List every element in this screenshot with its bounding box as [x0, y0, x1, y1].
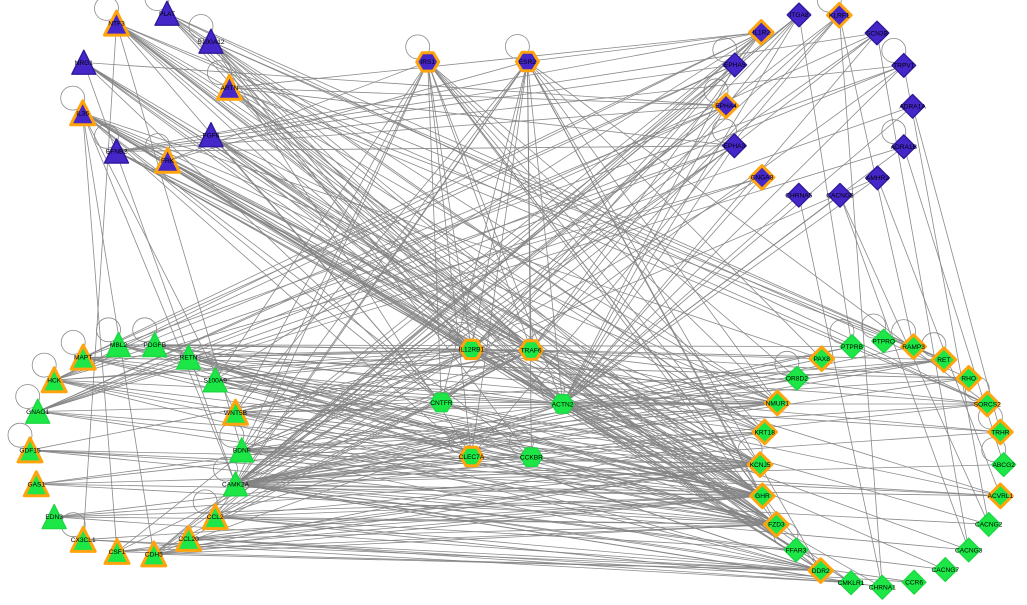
svg-text:ARTN: ARTN: [220, 85, 238, 92]
svg-text:KRT18: KRT18: [754, 429, 775, 436]
svg-text:NRG1: NRG1: [75, 60, 94, 67]
svg-text:CACNG5: CACNG5: [826, 193, 854, 200]
svg-text:CMKLR1: CMKLR1: [838, 580, 865, 587]
svg-text:PLAT: PLAT: [159, 11, 175, 18]
svg-text:GHR: GHR: [755, 493, 770, 500]
svg-text:EFNB2: EFNB2: [106, 149, 128, 156]
svg-text:WNT5B: WNT5B: [224, 410, 248, 417]
svg-text:RHO: RHO: [961, 376, 976, 383]
svg-text:EPHA5: EPHA5: [724, 62, 746, 69]
svg-text:RET: RET: [937, 357, 950, 364]
svg-text:IL36: IL36: [76, 110, 89, 117]
svg-text:OR8D2: OR8D2: [786, 376, 808, 383]
svg-text:RETN: RETN: [180, 355, 198, 362]
svg-text:EPHA3: EPHA3: [724, 143, 746, 150]
svg-text:PAX8: PAX8: [814, 356, 831, 363]
svg-text:CAMK2A: CAMK2A: [222, 481, 250, 488]
svg-text:PTPRO: PTPRO: [872, 338, 895, 345]
svg-text:FGF6: FGF6: [203, 132, 220, 139]
svg-text:ADRA1B: ADRA1B: [891, 144, 918, 151]
svg-text:ACTN2: ACTN2: [552, 401, 574, 408]
svg-text:PTPRB: PTPRB: [841, 344, 864, 351]
svg-text:IRS1: IRS1: [420, 59, 435, 66]
svg-text:CHRNA1: CHRNA1: [869, 585, 896, 592]
svg-text:ESR2: ESR2: [519, 59, 537, 66]
svg-text:CNGA3: CNGA3: [751, 175, 774, 182]
svg-text:CX3CL1: CX3CL1: [71, 537, 96, 544]
svg-text:FZD3: FZD3: [768, 522, 785, 529]
svg-text:PDGFB: PDGFB: [143, 342, 166, 349]
svg-text:EDN3: EDN3: [45, 514, 63, 521]
svg-text:CCL2: CCL2: [207, 514, 224, 521]
svg-text:IL1R2: IL1R2: [752, 30, 770, 37]
svg-text:EPHA4: EPHA4: [715, 103, 737, 110]
svg-text:GAS1: GAS1: [28, 481, 46, 488]
svg-text:DDR2: DDR2: [812, 568, 830, 575]
svg-text:FRK: FRK: [161, 158, 175, 165]
svg-text:GNAO1: GNAO1: [26, 409, 49, 416]
svg-text:CACNG2: CACNG2: [975, 522, 1003, 529]
svg-text:KLRF1: KLRF1: [829, 13, 850, 20]
svg-text:S100A12: S100A12: [197, 39, 224, 46]
svg-text:ACVRL1: ACVRL1: [988, 493, 1014, 500]
svg-text:MAPT: MAPT: [74, 355, 92, 362]
svg-text:CSF1: CSF1: [109, 549, 126, 556]
svg-text:CACNG3: CACNG3: [955, 547, 983, 554]
svg-text:TRHR: TRHR: [991, 429, 1010, 436]
svg-text:S100A9: S100A9: [203, 377, 227, 384]
svg-text:GDF15: GDF15: [19, 448, 41, 455]
svg-text:RAMP3: RAMP3: [902, 344, 925, 351]
svg-text:ADRA1A: ADRA1A: [899, 104, 926, 111]
svg-text:NMUR1: NMUR1: [766, 400, 790, 407]
svg-text:SCN3B: SCN3B: [866, 30, 889, 37]
svg-text:NTF3: NTF3: [108, 21, 125, 28]
svg-text:ABCG2: ABCG2: [993, 462, 1016, 469]
svg-text:FFAR3: FFAR3: [786, 547, 807, 554]
svg-text:CNTFR: CNTFR: [430, 400, 453, 407]
svg-text:HCK: HCK: [47, 377, 62, 384]
svg-text:AMHR2: AMHR2: [866, 175, 889, 182]
svg-text:TRAF6: TRAF6: [521, 347, 542, 354]
svg-text:CDH5: CDH5: [145, 552, 163, 559]
svg-text:MBL2: MBL2: [110, 342, 128, 349]
svg-text:TRPV1: TRPV1: [893, 63, 915, 70]
svg-text:KCNJ5: KCNJ5: [750, 462, 771, 469]
svg-text:SORCS2: SORCS2: [974, 401, 1001, 408]
svg-text:CACNG7: CACNG7: [932, 567, 960, 574]
svg-text:BDNF: BDNF: [233, 448, 251, 455]
svg-text:CCKBR: CCKBR: [520, 454, 543, 461]
svg-text:CLEC7A: CLEC7A: [459, 454, 485, 461]
svg-text:CHRNA5: CHRNA5: [785, 193, 812, 200]
svg-text:CCR6: CCR6: [905, 580, 923, 587]
svg-text:ITGA8: ITGA8: [789, 12, 808, 19]
svg-text:CCL20: CCL20: [178, 536, 199, 543]
svg-text:IL12RB1: IL12RB1: [459, 347, 485, 354]
